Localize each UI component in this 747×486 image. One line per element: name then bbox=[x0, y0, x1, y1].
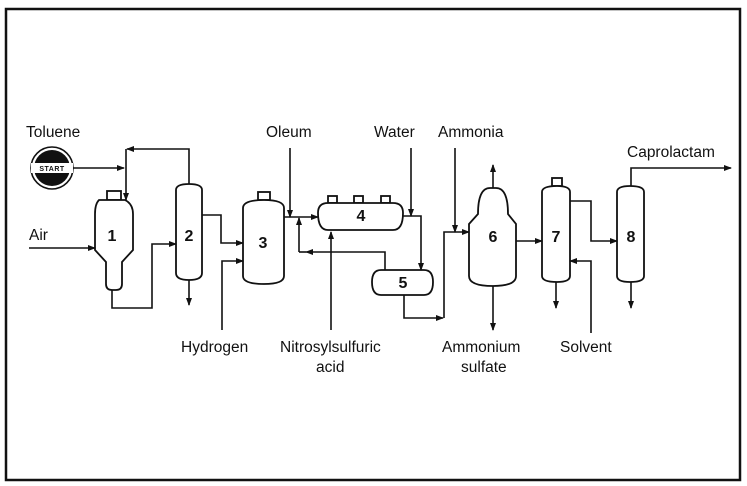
unit2-to-unit3-line bbox=[202, 214, 244, 246]
recycle-line-top bbox=[126, 146, 190, 184]
diagram-frame bbox=[4, 7, 742, 482]
start-badge: START bbox=[30, 146, 74, 190]
unit-1-reactor: 1 bbox=[94, 190, 134, 291]
ammonium-label: Ammonium bbox=[442, 339, 520, 356]
toluene-label: Toluene bbox=[26, 124, 80, 141]
unit-4-horizontal-vessel: 4 bbox=[317, 195, 404, 231]
oleum-label: Oleum bbox=[266, 124, 312, 141]
unit-8-number: 8 bbox=[627, 229, 636, 246]
unit-5-horizontal-vessel: 5 bbox=[371, 269, 434, 296]
unit-2-column: 2 bbox=[175, 183, 203, 281]
unit5-to-mixer-line bbox=[403, 295, 444, 321]
unit-3-vessel: 3 bbox=[242, 191, 285, 285]
caprolactam-outlet-line bbox=[630, 165, 732, 186]
ammonia-label: Ammonia bbox=[438, 124, 504, 141]
acid-label: acid bbox=[316, 359, 344, 376]
start-label: START bbox=[39, 166, 65, 173]
unit-1-number: 1 bbox=[108, 228, 117, 245]
unit-6-number: 6 bbox=[489, 229, 498, 246]
unit-8-column: 8 bbox=[616, 185, 645, 283]
caprolactam-label: Caprolactam bbox=[627, 144, 715, 161]
hydrogen-feed-line bbox=[221, 258, 244, 330]
solvent-feed-line bbox=[569, 258, 592, 333]
sulfate-label: sulfate bbox=[461, 359, 507, 376]
unit1-to-unit2-line bbox=[111, 241, 177, 309]
air-label: Air bbox=[29, 227, 48, 244]
unit7-to-unit8-line bbox=[570, 200, 618, 244]
unit-4-number: 4 bbox=[357, 208, 366, 225]
solvent-label: Solvent bbox=[560, 339, 612, 356]
unit-7-number: 7 bbox=[552, 229, 561, 246]
unit-3-number: 3 bbox=[259, 235, 268, 252]
unit-5-number: 5 bbox=[399, 275, 408, 292]
unit-2-number: 2 bbox=[185, 228, 194, 245]
unit-7-column: 7 bbox=[541, 177, 571, 283]
hydrogen-label: Hydrogen bbox=[181, 339, 248, 356]
feed-into-unit6 bbox=[443, 229, 470, 318]
water-label: Water bbox=[374, 124, 415, 141]
unit4-to-unit5-line bbox=[403, 215, 424, 271]
unit5-recycle-line bbox=[305, 249, 386, 270]
nitrosylsulfuric-label: Nitrosylsulfuric bbox=[280, 339, 381, 356]
unit-6-crystallizer: 6 bbox=[468, 187, 517, 287]
